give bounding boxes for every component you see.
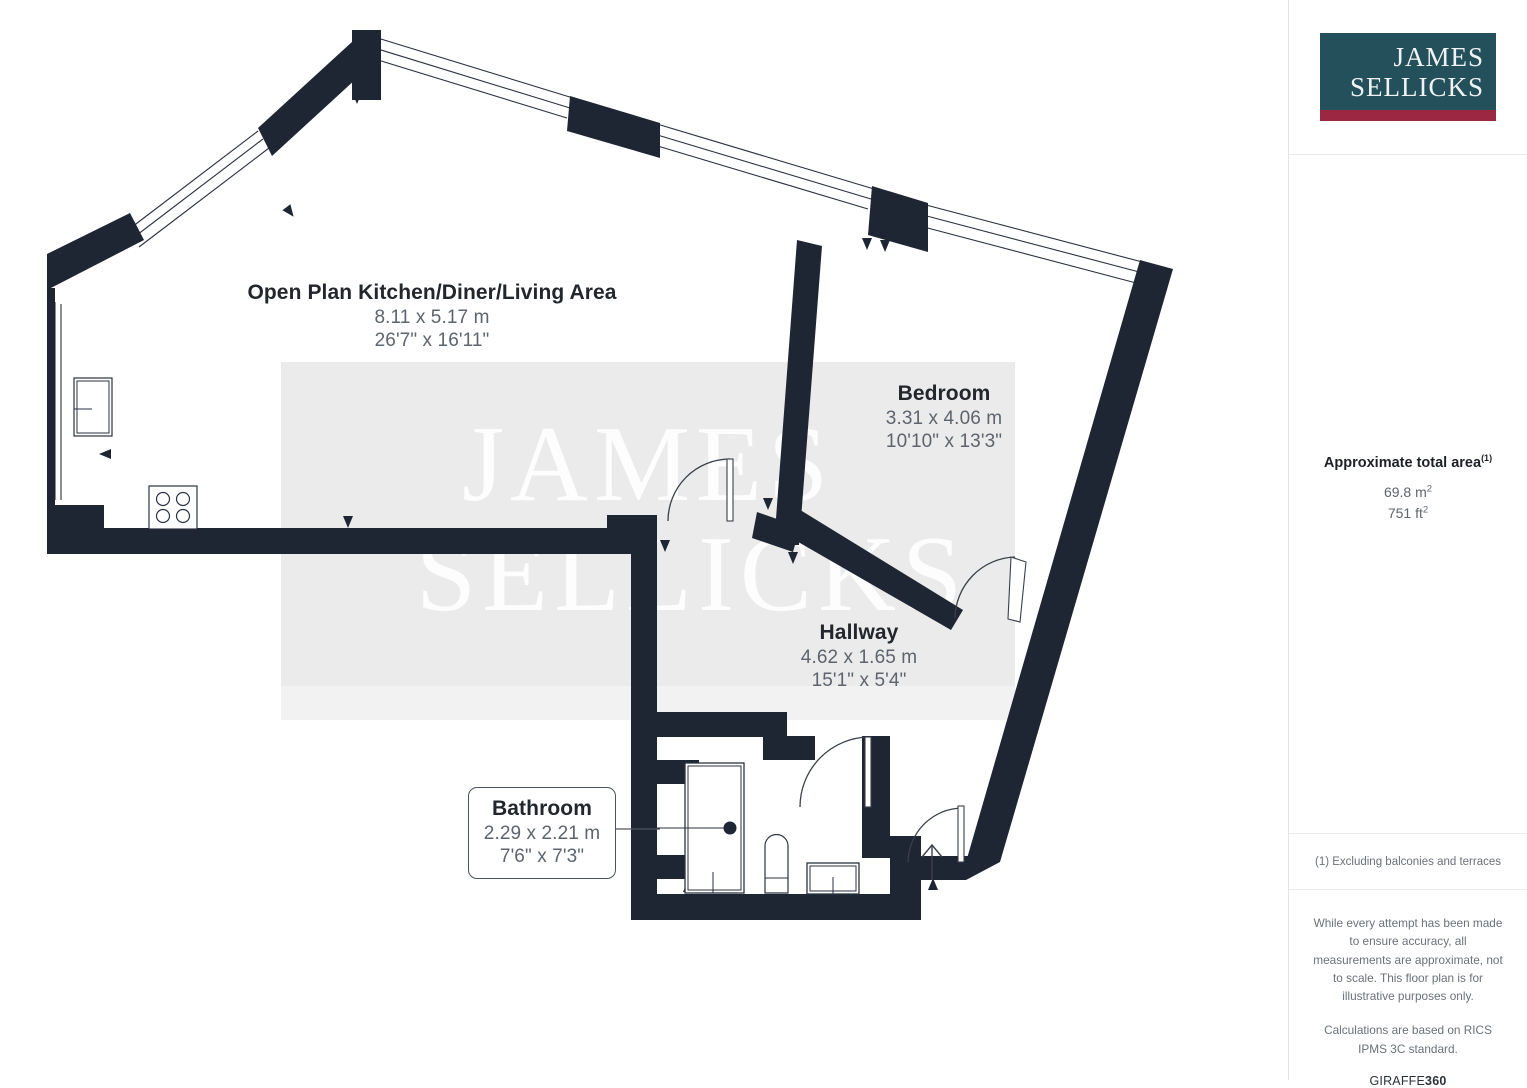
giraffe360-brand: GIRAFFE360 (1311, 1074, 1505, 1088)
total-area-imperial-value: 751 ft (1387, 505, 1423, 522)
wall-tick-marks (99, 92, 1093, 892)
footnote-section: (1) Excluding balconies and terraces (1289, 834, 1527, 890)
total-area-title: Approximate total area(1) (1324, 453, 1492, 471)
logo-box: JAMES SELLICKS (1320, 33, 1496, 110)
total-area-metric-value: 69.8 m (1383, 483, 1427, 500)
entrance-arrow-icon (921, 843, 943, 880)
footnote-text: (1) Excluding balconies and terraces (1314, 855, 1502, 868)
brand-prefix: GIRAFFE (1369, 1073, 1426, 1088)
disclaimer-section: While every attempt has been made to ens… (1289, 890, 1527, 1088)
kitchen-sink-icon (73, 377, 113, 437)
total-area-metric-unit-exponent: 2 (1426, 483, 1433, 495)
floor-plan-drawing: JAMES SELLICKS (47, 30, 1173, 920)
info-sidebar: JAMES SELLICKS Approximate total area(1)… (1288, 0, 1527, 1088)
disclaimer-accuracy: While every attempt has been made to ens… (1313, 916, 1503, 1004)
logo-accent-bar (1320, 110, 1496, 121)
total-area-imperial: 751 ft2 (1388, 503, 1428, 525)
total-area-title-footnote-marker: (1) (1481, 452, 1493, 463)
disclaimer-standard: Calculations are based on RICS IPMS 3C s… (1324, 1023, 1492, 1056)
logo-line-1: JAMES (1393, 42, 1484, 72)
logo-line-2: SELLICKS (1349, 72, 1484, 102)
brand-suffix: 360 (1425, 1073, 1447, 1088)
total-area-title-text: Approximate total area (1323, 454, 1482, 471)
door-swings (667, 458, 1027, 863)
total-area-imperial-unit-exponent: 2 (1422, 504, 1429, 516)
agency-logo[interactable]: JAMES SELLICKS (1289, 0, 1527, 155)
floor-plan-canvas[interactable]: JAMES SELLICKS (0, 0, 1288, 1080)
toilet-icon (764, 833, 789, 894)
shower-enclosure-icon (656, 762, 745, 894)
hob-icon (148, 485, 198, 530)
total-area-section: Approximate total area(1) 69.8 m2 751 ft… (1289, 155, 1527, 834)
walls (47, 30, 1173, 920)
wash-basin-icon (806, 862, 860, 895)
total-area-metric: 69.8 m2 (1384, 482, 1432, 504)
